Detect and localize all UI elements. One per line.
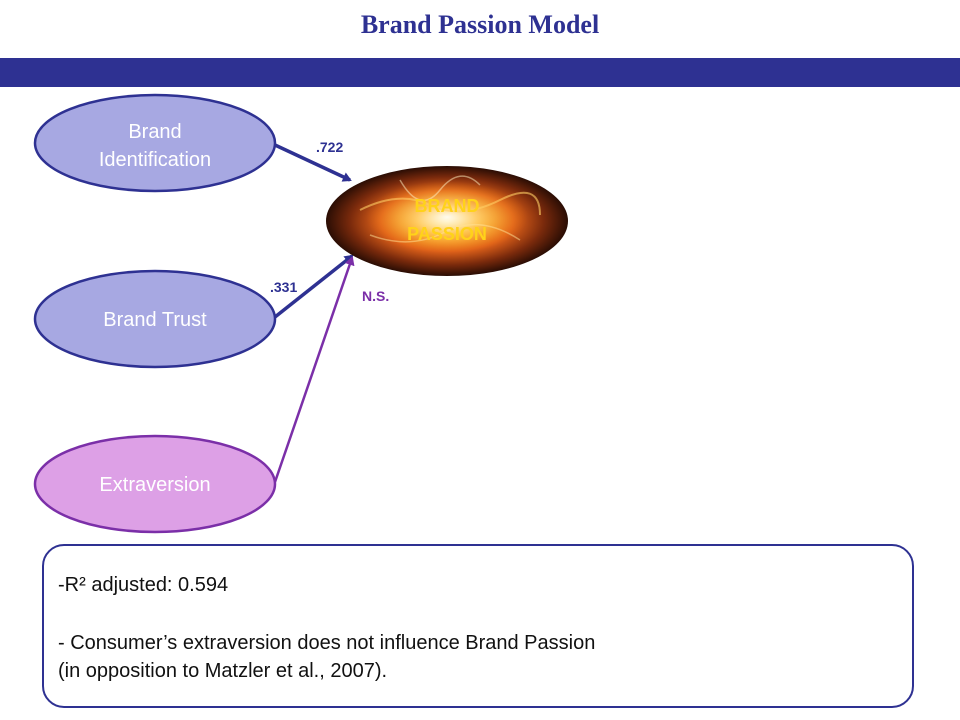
node-brand-passion-line2: PASSION (407, 224, 487, 244)
node-brand-trust: Brand Trust (33, 269, 277, 369)
node-extraversion-label: Extraversion (99, 474, 210, 496)
path-identification-arrow (274, 143, 352, 182)
path-diagram: .722 .331 N.S. Brand Identification Bran… (33, 93, 568, 534)
r2-note: -R² adjusted: 0.594 (58, 574, 229, 596)
page-title: Brand Passion Model (360, 10, 600, 39)
node-brand-passion-line1: BRAND (415, 196, 480, 216)
coef-identification: .722 (316, 139, 343, 155)
path-trust-arrow (273, 254, 354, 319)
node-brand-identification: Brand Identification (33, 93, 277, 193)
node-brand-passion: BRAND PASSION (326, 166, 568, 276)
findings-box: -R² adjusted: 0.594 - Consumer’s extrave… (42, 544, 914, 708)
path-extraversion-arrow (273, 256, 355, 483)
coef-extraversion: N.S. (362, 288, 389, 304)
finding-line-1: - Consumer’s extraversion does not influ… (58, 632, 596, 654)
finding-line-2: (in opposition to Matzler et al., 2007). (58, 660, 388, 682)
node-brand-identification-line1: Brand (128, 121, 181, 143)
node-brand-identification-line2: Identification (99, 149, 211, 171)
header-band (0, 58, 960, 87)
coef-trust: .331 (270, 279, 297, 295)
node-extraversion: Extraversion (33, 434, 277, 534)
node-brand-trust-label: Brand Trust (103, 309, 207, 331)
